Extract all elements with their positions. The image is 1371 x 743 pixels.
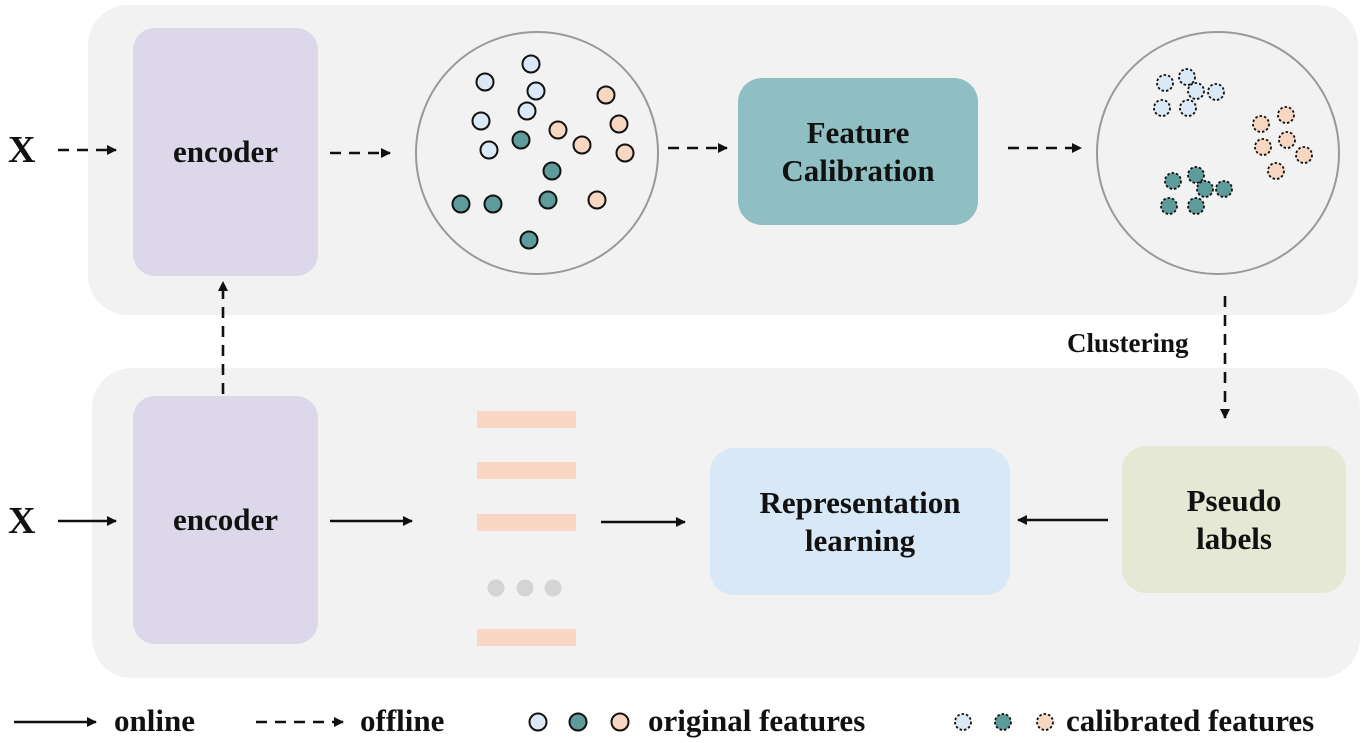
encoder-box-bottom: encoder (133, 396, 318, 644)
encoder-box-top: encoder (133, 28, 318, 276)
feature-calibration-line2: Calibration (781, 152, 935, 188)
legend-calibrated-label: calibrated features (1066, 703, 1315, 738)
feature-vector-bars (477, 411, 576, 646)
representation-line1: Representation (759, 485, 961, 521)
calibrated-feature-points (1153, 68, 1313, 215)
feature-calibration-box: Feature Calibration (738, 78, 978, 225)
clustering-label: Clustering (1067, 328, 1189, 358)
legend-calibrated-dots (954, 713, 1054, 731)
pseudo-line2: labels (1196, 520, 1272, 556)
pseudo-line1: Pseudo (1186, 483, 1282, 519)
legend-offline-label: offline (360, 703, 445, 738)
pseudo-labels-box: Pseudo labels (1122, 446, 1346, 593)
feature-calibration-line1: Feature (806, 115, 910, 151)
calibrated-features-circle (1096, 31, 1340, 275)
legend-original-dots (528, 712, 630, 732)
representation-line2: learning (804, 522, 916, 558)
legend-original-label: original features (648, 703, 866, 738)
ellipsis-dots (487, 579, 562, 597)
original-feature-points (451, 54, 635, 250)
input-x-top: X (8, 129, 36, 171)
input-x-bottom: X (8, 500, 36, 542)
encoder-label-bottom: encoder (172, 502, 279, 538)
representation-learning-box: Representation learning (710, 448, 1010, 595)
legend-online-label: online (114, 703, 195, 738)
encoder-label-top: encoder (172, 134, 279, 170)
